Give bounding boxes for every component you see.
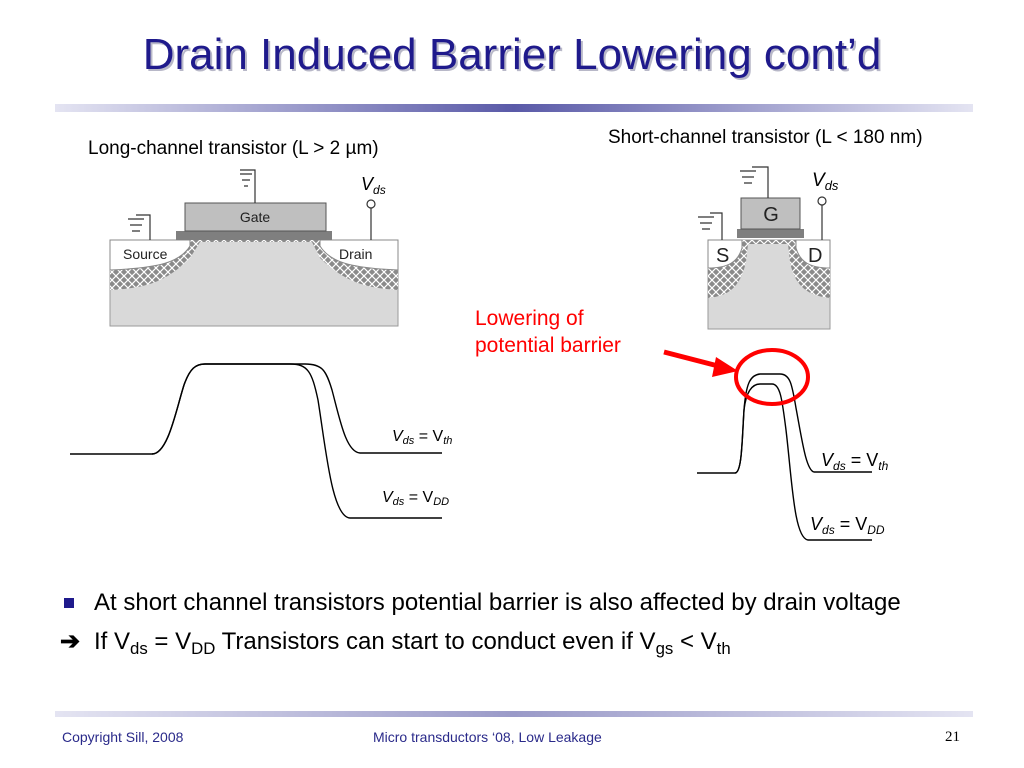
long-source-label: Source — [123, 246, 168, 262]
long-gate-label: Gate — [240, 209, 271, 225]
square-bullet-icon — [64, 598, 74, 608]
slide-title: Drain Induced Barrier Lowering cont’d — [142, 30, 882, 79]
short-gate-oxide — [737, 229, 804, 238]
bullet-1-text: At short channel transistors potential b… — [94, 589, 901, 616]
right-arrow-icon: ➔ — [60, 628, 81, 655]
short-curve-vds-vdd — [734, 383, 872, 541]
bullet-item-2: ➔ If Vds = VDD Transistors can start to … — [60, 625, 990, 659]
short-channel-title: Short-channel transistor (L < 180 nm) — [608, 127, 923, 148]
footer-copyright: Copyright Sill, 2008 — [62, 729, 184, 745]
long-curve-label-vdd: Vds = VDD — [382, 489, 449, 508]
long-source-ground-icon — [128, 214, 151, 240]
long-gate — [184, 202, 327, 232]
short-gate-ground-icon — [740, 166, 769, 198]
red-arrow-icon — [663, 349, 723, 370]
long-gate-ground-icon — [240, 169, 256, 203]
long-channel-barrier-curves — [70, 363, 442, 519]
long-source-region — [109, 239, 191, 271]
short-channel-barrier-curves — [697, 373, 872, 541]
long-drain-terminal — [366, 199, 376, 240]
long-curve-label-vth: Vds = Vth — [392, 428, 452, 447]
long-curve-vds-vth — [70, 363, 442, 455]
bullet-2-text: If Vds = VDD Transistors can start to co… — [94, 628, 731, 659]
lowering-annotation: Lowering of potential barrier — [475, 305, 621, 359]
short-gate-label: G — [763, 204, 779, 226]
long-channel-title: Long-channel transistor (L > 2 µm) — [88, 138, 379, 159]
short-drain-terminal — [817, 196, 827, 240]
short-gate — [740, 197, 801, 230]
short-source-label: S — [716, 245, 729, 267]
bullet-list: At short channel transistors potential b… — [60, 586, 990, 659]
red-arrowhead-icon — [712, 357, 738, 377]
short-drain-label: D — [808, 245, 822, 267]
footer-divider — [55, 711, 973, 717]
footer-course: Micro transductors ‘08, Low Leakage — [373, 729, 602, 745]
short-vds-label: Vds — [812, 170, 839, 193]
long-vds-label: Vds — [361, 174, 386, 197]
short-curve-label-vdd: Vds = VDD — [810, 514, 885, 537]
bullet-item-1: At short channel transistors potential b… — [60, 586, 990, 620]
long-curve-vds-vdd — [151, 363, 442, 519]
lowering-line-1: Lowering of — [475, 307, 584, 330]
short-drain-region — [795, 239, 831, 269]
short-source-region — [707, 239, 743, 269]
page-number: 21 — [945, 729, 960, 745]
long-gate-oxide — [176, 231, 332, 240]
title-divider — [55, 104, 973, 112]
lowering-line-2: potential barrier — [475, 334, 621, 357]
short-channel-transistor: G S D Vds — [698, 166, 839, 330]
long-drain-label: Drain — [339, 246, 372, 262]
long-drain-region — [319, 239, 399, 271]
long-channel-transistor: Gate Source Drain Vds — [109, 169, 399, 327]
short-source-ground-icon — [698, 212, 723, 240]
red-highlight-ellipse — [734, 348, 810, 406]
short-curve-label-vth: Vds = Vth — [821, 450, 889, 473]
lowering-annotation-marks — [663, 348, 810, 406]
